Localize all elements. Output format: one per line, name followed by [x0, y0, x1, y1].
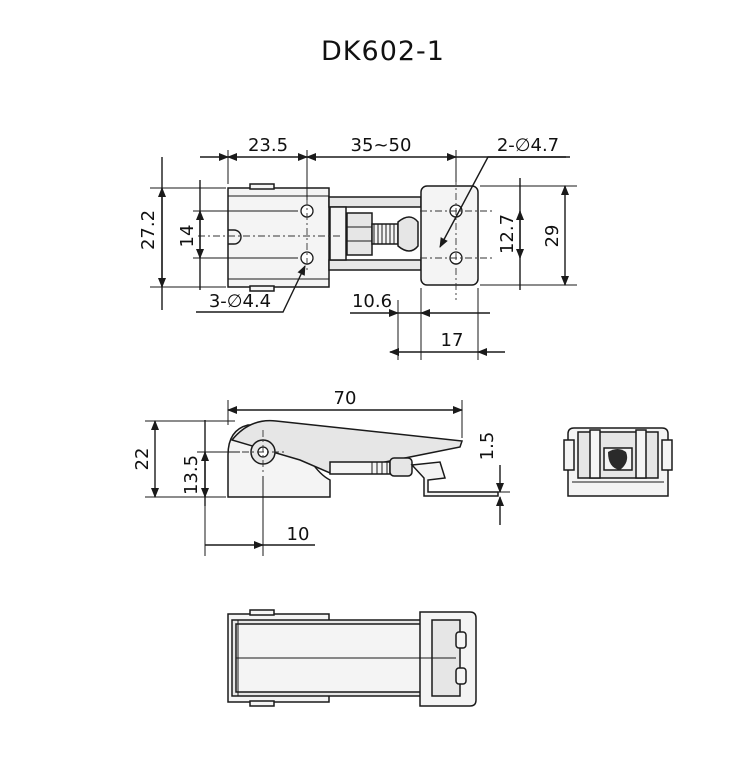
- side-hook: [410, 461, 499, 497]
- base-tab-bottom: [249, 285, 275, 292]
- dim-length: 70: [334, 388, 357, 409]
- keeper-plate: [420, 185, 479, 286]
- dim-holes-left: 3-∅4.4: [209, 291, 271, 312]
- dim-hole-spacing-right: 12.7: [497, 214, 518, 254]
- rod-end: [397, 216, 419, 252]
- bottom-view: [227, 609, 477, 707]
- dim-height-right: 29: [542, 225, 563, 248]
- dim-height-left: 27.2: [138, 210, 159, 250]
- dim-pivot-height: 13.5: [181, 455, 202, 495]
- latch-arm-bottom: [328, 259, 422, 271]
- base-tab-top: [249, 183, 275, 190]
- dim-keeper-width: 17: [441, 330, 464, 351]
- dim-height: 22: [132, 448, 153, 471]
- side-spring: [329, 457, 413, 477]
- end-view: [563, 427, 673, 497]
- base-plate-left: [227, 187, 330, 288]
- dim-holes-right: 2-∅4.7: [497, 135, 559, 156]
- top-view: 23.5 35~50 2-∅4.7 27.2 14 12.7 29 3-∅4.4…: [138, 135, 577, 360]
- dim-hole-spacing-left: 14: [177, 225, 198, 248]
- pivot-block: [329, 206, 347, 261]
- end-hex-nut: [608, 449, 628, 470]
- threaded-rod: [371, 223, 399, 245]
- dim-left-width: 23.5: [248, 135, 288, 156]
- latch-arm-top: [328, 196, 422, 208]
- drawing-title: DK602-1: [321, 36, 445, 67]
- hex-nut: [346, 212, 373, 256]
- dim-keeper-offset: 10.6: [352, 291, 392, 312]
- dim-pivot-offset: 10: [287, 524, 310, 545]
- side-view: 70 22 13.5 1.5 10: [132, 388, 510, 556]
- dim-span: 35~50: [351, 135, 412, 156]
- dim-hook-thickness: 1.5: [477, 432, 498, 461]
- base-notch: [228, 229, 242, 245]
